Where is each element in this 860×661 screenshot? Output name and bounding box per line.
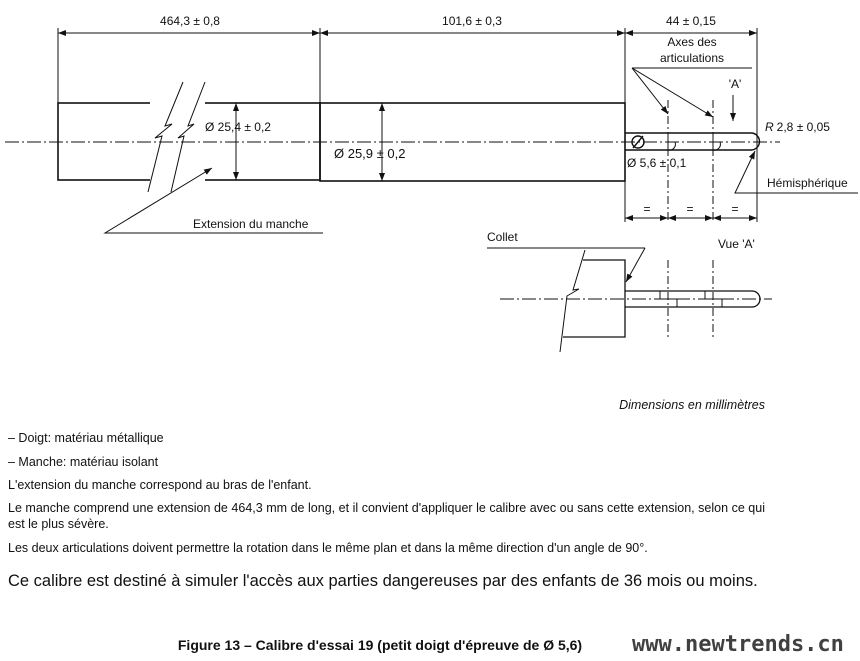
note-extension: L'extension du manche correspond au bras… [8,478,312,492]
equal-1: = [643,202,650,216]
note-bullet-finger: – Doigt: matériau métallique [8,431,164,445]
axes-label-1: Axes des [667,35,716,49]
dimensions-note: Dimensions en millimètres [619,398,765,412]
dim-extension-label: 464,3 ± 0,8 [160,14,220,28]
radius-label: 2,8 ± 0,05 [777,120,831,134]
note-handle-extension: Le manche comprend une extension de 464,… [8,501,765,531]
dia-handle-label: Ø 25,9 ± 0,2 [334,146,405,161]
view-marker: 'A' [729,77,742,91]
dia-extension-label: Ø 25,4 ± 0,2 [205,120,271,134]
collar [563,259,626,338]
technical-drawing: 464,3 ± 0,8 101,6 ± 0,3 44 ± 0,15 Ø 25,4… [5,14,858,353]
radius-prefix: R [765,120,774,134]
dim-finger-label: 44 ± 0,15 [666,14,716,28]
axes-label-2: articulations [660,51,724,65]
equal-3: = [731,202,738,216]
dia-finger-label: Ø 5,6 ± 0,1 [627,156,687,170]
hemispherical-label: Hémisphérique [767,176,848,190]
equal-2: = [686,202,693,216]
break-line [147,81,184,193]
note-bullet-handle: – Manche: matériau isolant [8,455,159,469]
extension-label: Extension du manche [193,217,309,231]
collar-label: Collet [487,230,518,244]
break-line [170,81,206,193]
finger [625,132,761,151]
watermark: www.newtrends.cn [632,632,844,657]
note-purpose: Ce calibre est destiné à simuler l'accès… [8,572,758,590]
view-a-label: Vue 'A' [718,237,755,251]
dim-handle-label: 101,6 ± 0,3 [442,14,502,28]
figure-caption: Figure 13 – Calibre d'essai 19 (petit do… [177,637,583,653]
note-articulations: Les deux articulations doivent permettre… [8,541,648,555]
